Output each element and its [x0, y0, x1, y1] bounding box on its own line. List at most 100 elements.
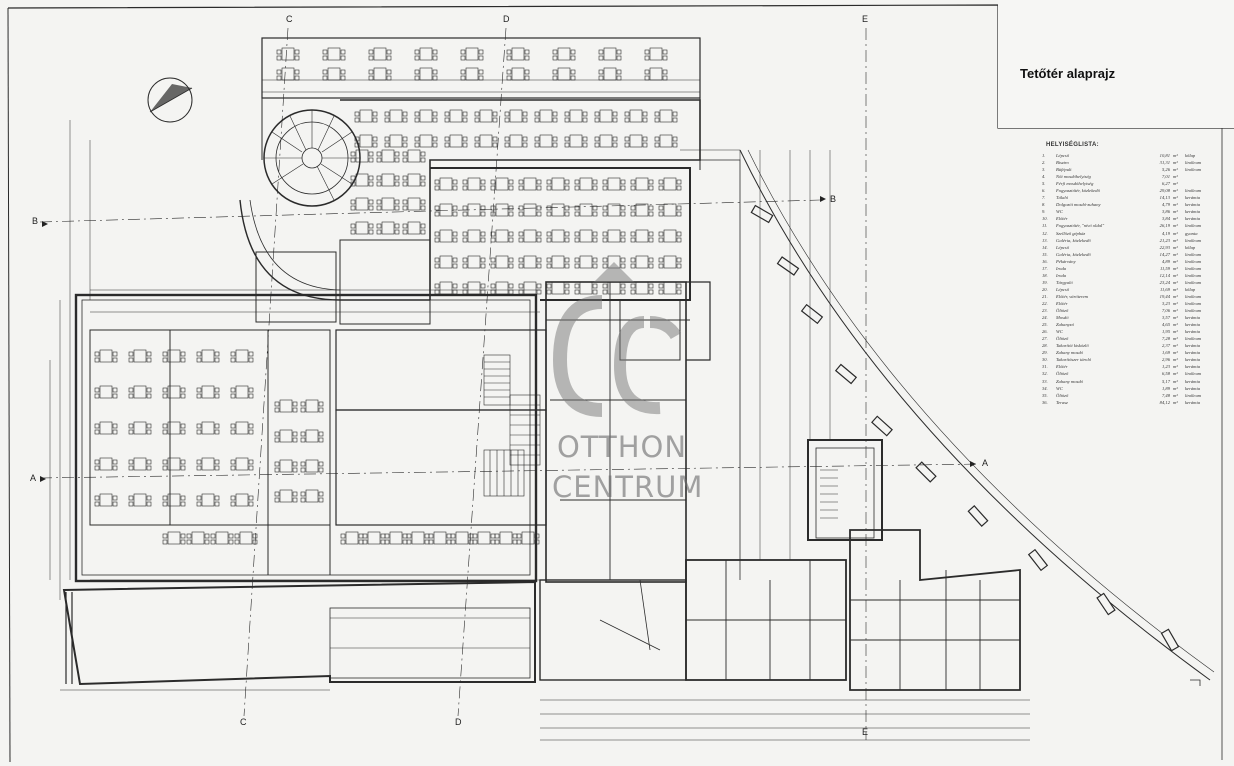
room-unit: m²: [1173, 244, 1178, 250]
room-num: 6.: [1042, 188, 1046, 194]
room-unit: m²: [1173, 258, 1178, 264]
room-name: Dolgozói mosdó-zuhany: [1056, 202, 1101, 208]
room-unit: m²: [1173, 336, 1178, 342]
room-num: 12.: [1042, 230, 1048, 236]
room-name: Zuhanyzó: [1056, 322, 1074, 328]
room-unit: m²: [1173, 265, 1178, 271]
room-num: 19.: [1042, 279, 1048, 285]
room-name: Öltöző: [1056, 392, 1069, 398]
room-num: 1.: [1042, 153, 1046, 158]
room-num: 14.: [1042, 244, 1048, 250]
room-material: kerámia: [1185, 343, 1201, 349]
room-num: 15.: [1042, 251, 1048, 257]
room-material: kerámia: [1185, 209, 1201, 215]
room-name: WC: [1056, 329, 1063, 335]
room-material: kerámia: [1185, 364, 1201, 370]
room-name: Mosdó: [1056, 315, 1069, 321]
room-unit: m²: [1173, 181, 1178, 187]
room-name: Galéria, közlekedő: [1056, 237, 1091, 243]
room-name: Büfépult: [1056, 167, 1072, 173]
room-name: Előtér, váróterem: [1056, 293, 1088, 299]
room-area: 84,12: [1159, 399, 1170, 405]
room-unit: m²: [1173, 174, 1178, 180]
room-material: linóleum: [1185, 272, 1202, 278]
room-name: Zuhany mosdó: [1056, 378, 1083, 384]
room-area: 11,59: [1160, 265, 1170, 271]
room-material: [1183, 173, 1221, 180]
room-unit: m²: [1173, 230, 1178, 236]
room-unit: m²: [1173, 392, 1178, 398]
room-material: kerámia: [1185, 399, 1201, 405]
room-num: 10.: [1042, 216, 1048, 222]
section-mark-b-left: B: [32, 216, 38, 226]
room-unit: m²: [1173, 279, 1178, 285]
room-unit: m²: [1173, 251, 1178, 257]
room-name: Tárgyaló: [1056, 279, 1073, 285]
room-name: Előtér: [1056, 364, 1068, 370]
room-unit: m²: [1173, 399, 1178, 405]
section-mark-d-bottom: D: [455, 717, 462, 727]
room-area: 7,06: [1161, 308, 1170, 314]
room-area: 10,81: [1159, 153, 1170, 158]
room-area: 4,19: [1161, 230, 1170, 236]
room-material: kőlap: [1185, 153, 1196, 158]
room-name: Zuhany mosdó: [1056, 350, 1083, 356]
room-unit: m²: [1173, 322, 1178, 328]
room-material: linóleum: [1185, 308, 1202, 314]
room-area: 6,27: [1161, 181, 1170, 187]
room-area: 4,89: [1161, 258, 1170, 264]
room-material: linóleum: [1185, 251, 1202, 257]
room-unit: m²: [1173, 343, 1178, 349]
room-area: 1,95: [1161, 329, 1170, 335]
room-material: linóleum: [1185, 392, 1202, 398]
room-num: 17.: [1042, 265, 1048, 271]
room-name: Öltöző: [1056, 336, 1069, 342]
room-area: 3,84: [1161, 216, 1170, 222]
room-material: linóleum: [1185, 371, 1202, 377]
room-area: 7,48: [1161, 392, 1170, 398]
room-name: Öltöző: [1056, 308, 1069, 314]
room-material: linóleum: [1185, 258, 1202, 264]
room-area: 3,57: [1161, 315, 1170, 321]
room-unit: m²: [1173, 293, 1178, 299]
room-area: 4,65: [1161, 322, 1170, 328]
room-material: linóleum: [1185, 237, 1202, 243]
room-num: 21.: [1042, 293, 1048, 299]
room-area: 7,01: [1161, 174, 1170, 180]
room-name: WC: [1056, 209, 1063, 215]
room-unit: m²: [1173, 188, 1178, 194]
room-unit: m²: [1173, 216, 1178, 222]
plan-title: Tetőtér alaprajz: [1020, 66, 1116, 81]
section-mark-d-top: D: [503, 14, 510, 24]
room-material: kőlap: [1185, 244, 1196, 250]
room-material: kerámia: [1185, 315, 1201, 321]
room-name: Iroda: [1056, 265, 1067, 271]
room-name: Lépcső: [1056, 153, 1070, 158]
room-area: 7,28: [1161, 336, 1170, 342]
room-num: 23.: [1042, 308, 1048, 314]
room-num: 24.: [1042, 315, 1048, 321]
room-name: Öltöző: [1056, 371, 1069, 377]
room-name: WC: [1056, 385, 1063, 391]
room-num: 34.: [1042, 385, 1048, 391]
section-mark-e-top: E: [862, 14, 868, 24]
room-num: 32.: [1042, 371, 1048, 377]
